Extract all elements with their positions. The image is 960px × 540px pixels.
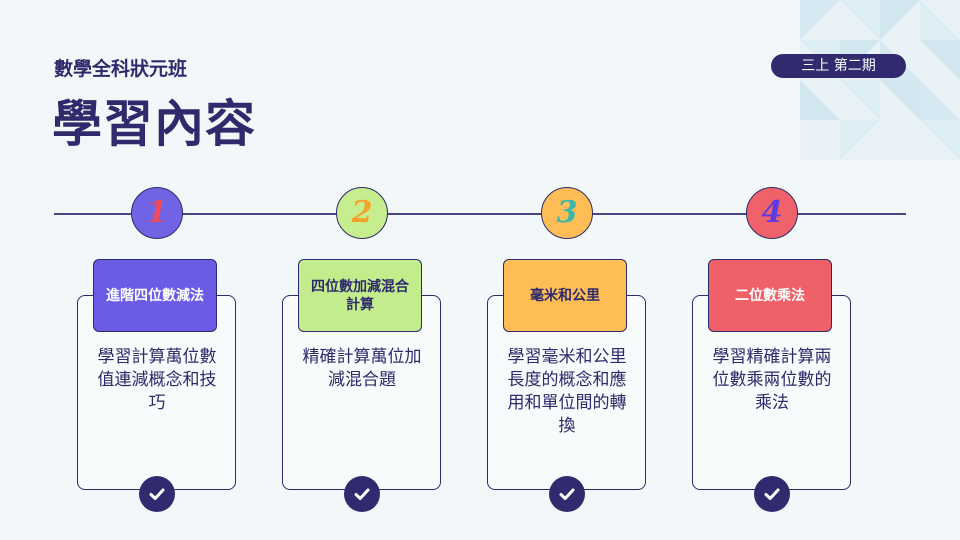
- check-circle-icon: [754, 476, 790, 512]
- step-description: 精確計算萬位加減混合題: [302, 347, 422, 390]
- step-description: 學習精確計算兩位數乘兩位數的乘法: [712, 347, 832, 413]
- step-title: 二位數乘法: [708, 259, 832, 332]
- step-number-label: 4: [761, 195, 783, 230]
- check-circle-icon: [549, 476, 585, 512]
- step-number-label: 1: [146, 195, 168, 230]
- page-title: 學習內容: [52, 95, 256, 153]
- step-description: 學習計算萬位數值連減概念和技巧: [97, 347, 217, 413]
- check-circle-icon: [344, 476, 380, 512]
- step-number-2: 2: [336, 187, 388, 239]
- step-number-4: 4: [746, 187, 798, 239]
- term-badge: 三上 第二期: [771, 54, 906, 78]
- step-title: 四位數加減混合計算: [298, 259, 422, 332]
- step-number-label: 3: [556, 195, 578, 230]
- timeline-line: [54, 213, 906, 215]
- step-number-1: 1: [131, 187, 183, 239]
- geometric-pattern-icon: [800, 0, 960, 160]
- step-title: 進階四位數減法: [93, 259, 217, 332]
- step-number-label: 2: [351, 195, 373, 230]
- step-title: 毫米和公里: [503, 259, 627, 332]
- step-number-3: 3: [541, 187, 593, 239]
- course-subtitle: 數學全科狀元班: [54, 58, 188, 80]
- check-circle-icon: [139, 476, 175, 512]
- step-description: 學習毫米和公里長度的概念和應用和單位間的轉換: [507, 347, 627, 436]
